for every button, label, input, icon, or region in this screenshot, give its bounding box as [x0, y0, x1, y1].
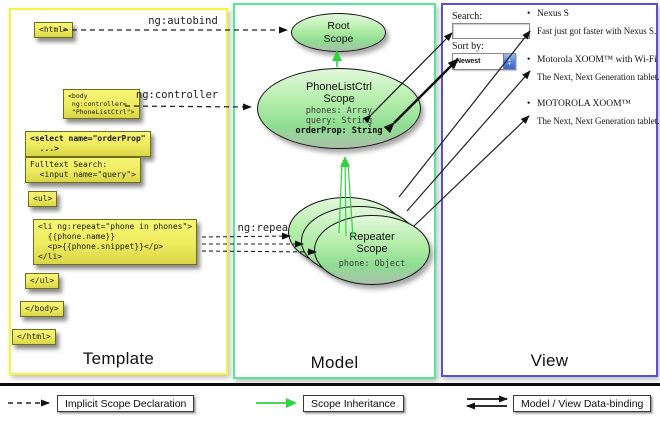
legend-scope-inheritance: Scope Inheritance [303, 395, 404, 412]
ng-autobind-label: ng:autobind [148, 15, 218, 27]
select-orderprop-box: <select name="orderProp" ...> [25, 131, 151, 157]
phonelistctrl-scope-ellipse: PhoneListCtrl Scope phones: Array query:… [257, 68, 421, 149]
template-panel-label: Template [82, 349, 155, 368]
item-title: MOTOROLA XOOM™ [537, 99, 631, 109]
root-scope-ellipse: Root Scope [291, 13, 386, 52]
ng-repeat-label: ng:repeat [237, 222, 295, 234]
phonelistctrl-scope-title: PhoneListCtrl Scope [305, 80, 373, 106]
search-label: Search: [452, 11, 482, 22]
repeater-scope-title: Repeater Scope [349, 230, 395, 256]
sort-select-value: Newest [456, 58, 481, 65]
item-title: Nexus S [537, 9, 569, 19]
bullet-icon: • [527, 99, 531, 109]
body-controller-box: <body ng:controller= "PhoneListCtrl"> [63, 89, 140, 120]
model-panel-label: Model [310, 353, 359, 372]
item-desc: The Next, Next Generation tablet. [537, 116, 660, 126]
model-panel: Model [233, 3, 436, 379]
list-item: • Nexus S Fast just got faster with Nexus… [527, 8, 657, 37]
root-scope-title: Root Scope [323, 20, 354, 45]
sort-select[interactable]: Newest ▲▼ [452, 53, 516, 70]
item-title: Motorola XOOM™ with Wi-Fi [537, 55, 657, 65]
fulltext-search-box: Fulltext Search: <input name="query"> [25, 157, 141, 183]
html-open-tag-box: <html> [34, 22, 73, 38]
sort-by-label: Sort by: [452, 41, 484, 52]
view-panel-label: View [530, 351, 569, 370]
search-input[interactable] [452, 23, 530, 39]
bullet-icon: • [527, 55, 531, 65]
phone-prop: phone: Object [338, 259, 406, 270]
bullet-icon: • [527, 9, 531, 19]
ul-open-tag-box: <ul> [28, 191, 58, 207]
legend-databinding: Model / View Data-binding [513, 395, 652, 412]
item-desc: Fast just got faster with Nexus S. [537, 26, 657, 36]
ng-controller-label: ng:controller [135, 89, 219, 101]
item-desc: The Next, Next Generation tablet. [537, 72, 660, 82]
body-close-tag-box: </body> [20, 301, 64, 317]
query-prop: query: String [305, 116, 373, 127]
phones-prop: phones: Array [305, 105, 373, 116]
ul-close-tag-box: </ul> [25, 273, 60, 289]
list-item: • MOTOROLA XOOM™ The Next, Next Generatio… [527, 98, 660, 127]
list-item: • Motorola XOOM™ with Wi-Fi The Next, Nex… [527, 54, 660, 83]
legend-separator [0, 383, 660, 386]
li-ngrepeat-box: <li ng:repeat="phone in phones"> {{phone… [33, 219, 198, 265]
legend-implicit-scope: Implicit Scope Declaration [57, 395, 195, 412]
repeater-scope-ellipse: Repeater Scope phone: Object [314, 215, 430, 285]
html-close-tag-box: </html> [12, 329, 56, 345]
select-stepper-icon: ▲▼ [503, 54, 515, 69]
orderprop-prop: orderProp: String [295, 126, 383, 137]
